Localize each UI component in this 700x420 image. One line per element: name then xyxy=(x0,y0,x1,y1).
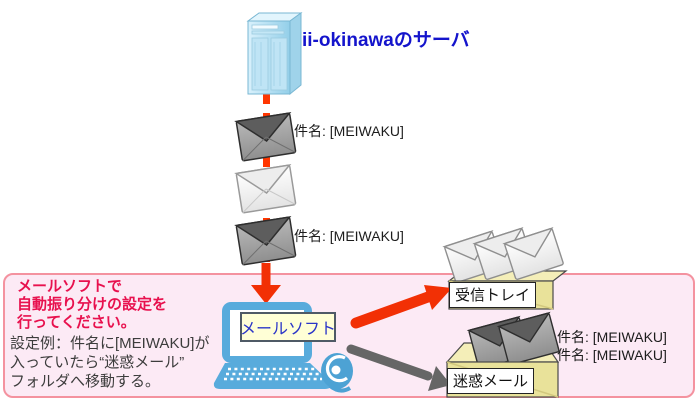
server-title: ii-okinawaのサーバ xyxy=(302,30,470,51)
arrow-to-spam-icon xyxy=(346,344,451,391)
panel-example-text: 設定例：件名に[MEIWAKU]が 入っていたら“迷惑メール” フォルダへ移動す… xyxy=(10,334,209,391)
arrow-to-inbox-icon xyxy=(350,285,452,329)
inbox-tray-label: 受信トレイ xyxy=(449,282,537,308)
normal-envelope-icon xyxy=(234,163,297,214)
spam-subject-label-2: 件名: [MEIWAKU] xyxy=(557,347,667,363)
spam-subject-label-1: 件名: [MEIWAKU] xyxy=(557,329,667,345)
panel-warning-line-3: 行ってください。 xyxy=(17,314,136,331)
server-icon xyxy=(246,12,303,96)
spam-box-icon xyxy=(445,311,560,398)
panel-warning-text: メールソフトで 自動振り分けの設定を 行ってください。 xyxy=(17,278,167,332)
panel-example-line-1: 設定例：件名に[MEIWAKU]が xyxy=(10,335,210,352)
spam-box-label: 迷惑メール xyxy=(447,368,535,394)
panel-warning-line-2: 自動振り分けの設定を xyxy=(17,296,168,313)
panel-example-line-3: フォルダへ移動する。 xyxy=(10,373,161,390)
arrow-down-icon xyxy=(251,263,281,304)
mouse-icon xyxy=(321,353,353,393)
panel-example-line-2: 入っていたら“迷惑メール” xyxy=(10,354,185,371)
mail-software-label: メールソフト xyxy=(240,312,336,342)
spam-envelope-icon xyxy=(234,215,297,266)
subject-label-mid: 件名: [MEIWAKU] xyxy=(294,228,404,244)
panel-warning-line-1: メールソフトで xyxy=(17,278,123,295)
subject-label-top: 件名: [MEIWAKU] xyxy=(294,123,404,139)
spam-envelope-icon xyxy=(234,111,297,162)
